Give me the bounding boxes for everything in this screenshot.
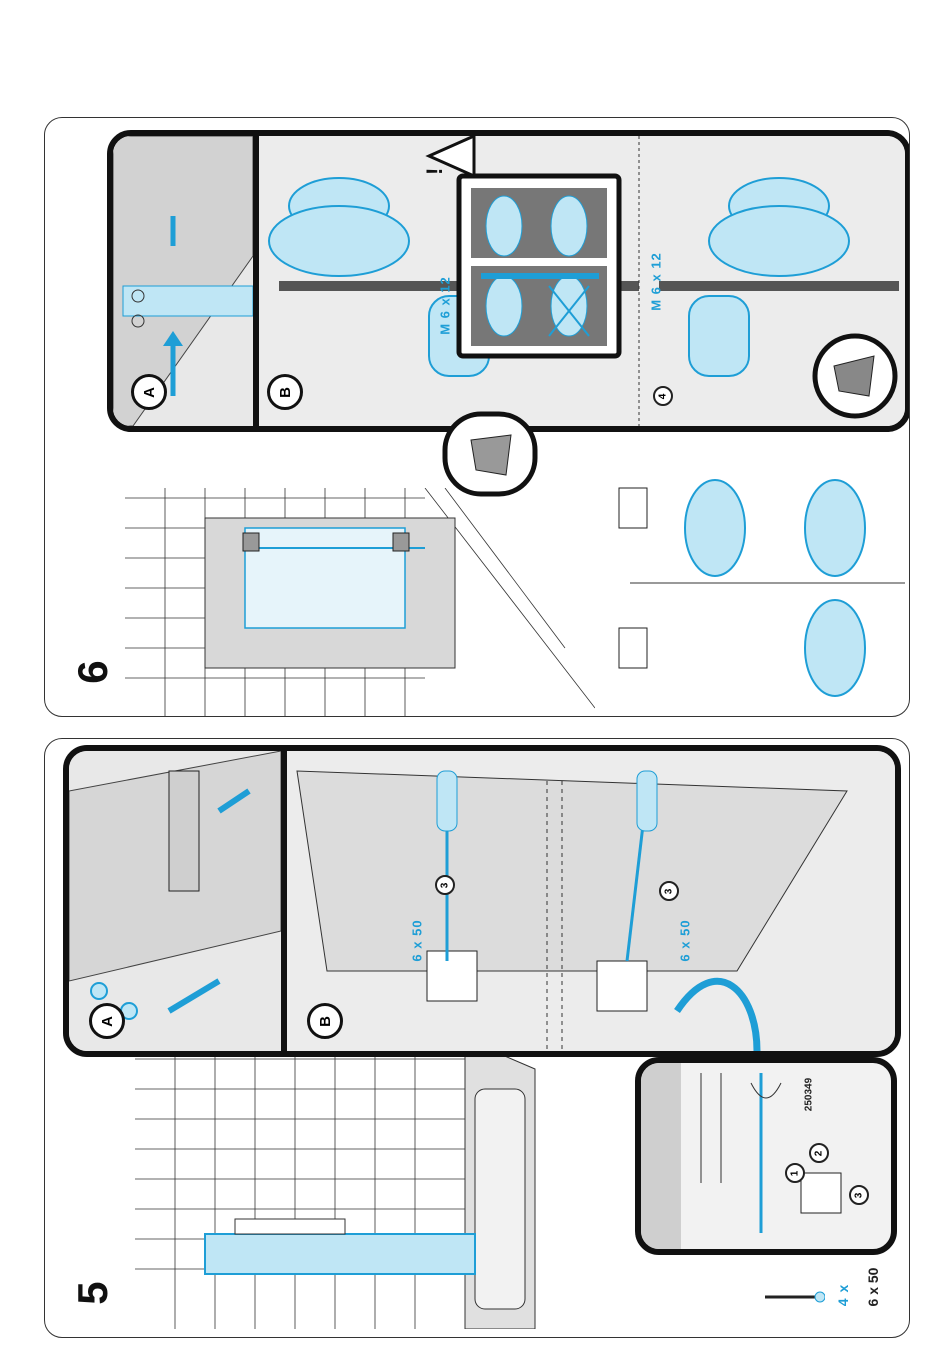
clamp-variants-illustration xyxy=(605,478,905,708)
detail-a-section-5: A xyxy=(69,751,287,1051)
sub-step-2-marker: 2 xyxy=(809,1143,829,1163)
step-5-detail-frame: A 6 x 50 6 x 50 3 3 xyxy=(63,745,901,1057)
step-6-detail-frame: A xyxy=(107,130,910,432)
sub-step-b-marker: B xyxy=(267,374,303,410)
detail-b-section: M 6 x 12 M 6 x 12 ! 4 B xyxy=(259,136,905,426)
sub-step-3-marker: 3 xyxy=(849,1185,869,1205)
step-number-5: 5 xyxy=(69,1273,113,1313)
tool-number-2: 3 xyxy=(659,881,679,901)
sub-step-1-marker: 1 xyxy=(785,1163,805,1183)
sub-step-a-label-5: A xyxy=(99,1016,116,1027)
step-5-panel: 5 xyxy=(44,738,910,1338)
tool-number-2-label: 3 xyxy=(664,888,675,894)
wall-overview-illustration xyxy=(135,1039,555,1329)
detail-a-section: A xyxy=(113,136,259,426)
sub-step-b-label: B xyxy=(277,387,294,398)
sub-step-b-marker-5: B xyxy=(307,1003,343,1039)
screw-icon xyxy=(765,1287,825,1307)
detail-b-section-5: 6 x 50 6 x 50 3 3 B xyxy=(287,751,895,1051)
bolt-label-2: M 6 x 12 xyxy=(649,242,664,322)
tool-number-1-label: 3 xyxy=(440,882,451,888)
screw-label-2: 6 x 50 xyxy=(678,911,693,971)
step-6-panel: 6 xyxy=(44,117,910,717)
warning-mark: ! xyxy=(422,155,448,175)
screw-quantity: 4 x xyxy=(835,1275,851,1315)
screw-label-1: 6 x 50 xyxy=(410,911,425,971)
hex-key-number-label: 4 xyxy=(658,393,669,399)
sub-step-3-label: 3 xyxy=(854,1192,865,1198)
sub-step-a-marker: A xyxy=(131,374,167,410)
bracket-screw-illustration xyxy=(287,751,895,1051)
article-number: 250349 xyxy=(804,1065,815,1125)
step-number-6: 6 xyxy=(69,652,113,692)
clamp-assembly-illustration xyxy=(259,136,905,426)
bolt-label-1: M 6 x 12 xyxy=(438,266,453,346)
sub-step-b-label-5: B xyxy=(317,1016,334,1027)
bracket-cut-detail-frame: 250349 1 2 3 xyxy=(635,1057,897,1255)
sub-step-a-marker-5: A xyxy=(89,1003,125,1039)
sub-step-2-label: 2 xyxy=(814,1150,825,1156)
sub-step-1-label: 1 xyxy=(790,1170,801,1176)
bracket-detail-circle xyxy=(441,410,541,500)
hex-key-number: 4 xyxy=(653,386,673,406)
screw-size: 6 x 50 xyxy=(865,1259,881,1315)
sub-step-a-label: A xyxy=(141,387,158,398)
tool-number-1: 3 xyxy=(435,875,455,895)
bracket-cut-illustration xyxy=(641,1063,891,1249)
bath-overview-illustration xyxy=(125,488,595,717)
